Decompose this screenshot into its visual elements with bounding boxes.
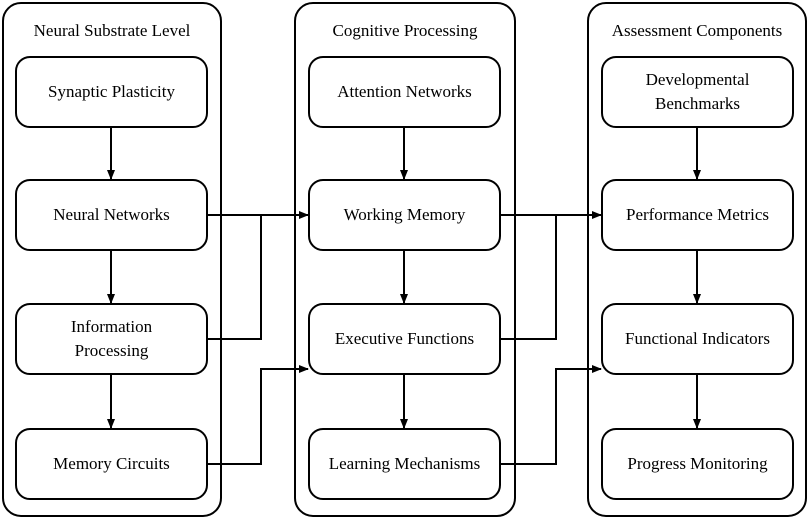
node-developmental-benchmarks: Developmental Benchmarks xyxy=(645,70,750,113)
column-container-neural xyxy=(2,2,222,517)
node-memory-circuits: Memory Circuits xyxy=(53,454,170,473)
node-box-progress-monitoring xyxy=(601,428,794,500)
node-progress-monitoring: Progress Monitoring xyxy=(627,454,768,473)
connector-information-to-working xyxy=(207,215,262,340)
column-title-neural: Neural Substrate Level xyxy=(33,21,191,40)
node-information-processing: Information Processing xyxy=(70,317,153,360)
column-container-cognitive xyxy=(294,2,516,517)
node-executive-functions: Executive Functions xyxy=(334,329,475,348)
connector-learning-to-functional xyxy=(500,365,602,465)
node-performance-metrics: Performance Metrics xyxy=(625,205,770,224)
node-functional-indicators: Functional Indicators xyxy=(625,329,770,348)
node-synaptic-plasticity: Synaptic Plasticity xyxy=(47,82,176,101)
node-attention-networks: Attention Networks xyxy=(337,82,472,101)
column-title-cognitive: Cognitive Processing xyxy=(332,21,478,40)
connector-executive-to-performance xyxy=(500,215,557,340)
column-title-assessment: Assessment Components xyxy=(611,21,783,40)
column-container-assessment xyxy=(587,2,807,517)
node-learning-mechanisms: Learning Mechanisms xyxy=(328,454,481,473)
connector-memory-to-executive xyxy=(207,365,309,465)
node-neural-networks: Neural Networks xyxy=(53,205,170,224)
node-working-memory: Working Memory xyxy=(343,205,466,224)
